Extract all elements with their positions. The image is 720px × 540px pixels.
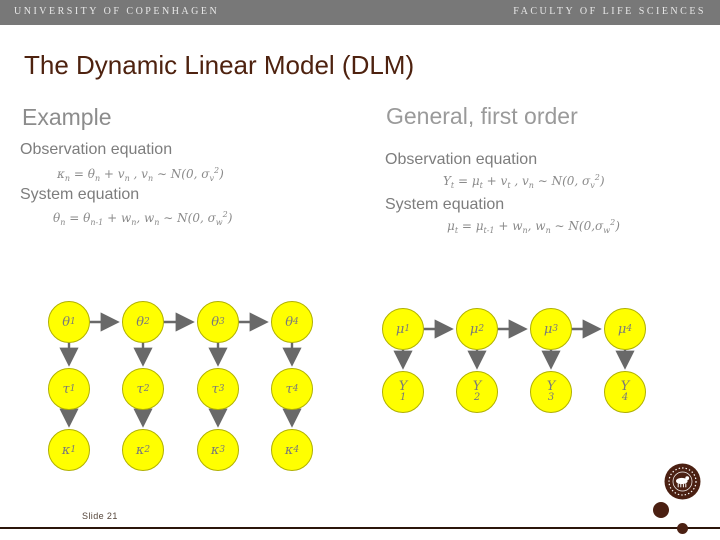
right-observation-equation: Yt = μt + vt , vn ∼ N(0, σv2) — [443, 173, 605, 190]
node-label: τ — [285, 381, 293, 397]
node-label: Y — [398, 379, 408, 394]
node-label: θ — [136, 314, 145, 330]
node-label: κ — [135, 442, 145, 458]
decorative-dot-large — [653, 502, 669, 518]
node-label: τ — [62, 381, 70, 397]
decorative-dot-small — [677, 523, 688, 534]
node-label: μ — [617, 321, 627, 337]
left-observation-heading: Observation equation — [20, 141, 173, 158]
university-name: UNIVERSITY OF COPENHAGEN — [14, 6, 220, 17]
left-observation-equation: κn = θn + vn , vn ∼ N(0, σv2) — [57, 166, 224, 183]
footer-rule-line — [0, 527, 720, 529]
node-label: μ — [469, 321, 479, 337]
node-label: τ — [136, 381, 144, 397]
right-system-heading: System equation — [385, 196, 505, 213]
node-label: Y — [620, 379, 630, 394]
top-bar: UNIVERSITY OF COPENHAGEN FACULTY OF LIFE… — [0, 0, 720, 25]
node-label: Y — [472, 379, 482, 394]
node-label: κ — [284, 442, 294, 458]
node-label: θ — [62, 314, 71, 330]
node-label: μ — [395, 321, 405, 337]
node-label: θ — [285, 314, 294, 330]
right-observation-heading: Observation equation — [385, 151, 538, 168]
node-label: θ — [211, 314, 220, 330]
right-system-equation: μt = μt-1 + wn, wn ∼ N(0,σw2) — [447, 218, 620, 235]
node-label: τ — [211, 381, 219, 397]
general-heading: General, first order — [386, 103, 578, 129]
left-system-heading: System equation — [20, 186, 140, 203]
example-heading: Example — [22, 104, 112, 130]
node-label: κ — [61, 442, 71, 458]
university-seal-logo — [664, 463, 701, 500]
node-label: Y — [546, 379, 556, 394]
node-label: κ — [210, 442, 220, 458]
slide-number: Slide 21 — [82, 511, 118, 521]
slide-title: The Dynamic Linear Model (DLM) — [24, 50, 415, 80]
node-label: μ — [543, 321, 553, 337]
left-system-equation: θn = θn-1 + wn, wn ∼ N(0, σw2) — [53, 210, 233, 227]
faculty-name: FACULTY OF LIFE SCIENCES — [513, 6, 706, 17]
